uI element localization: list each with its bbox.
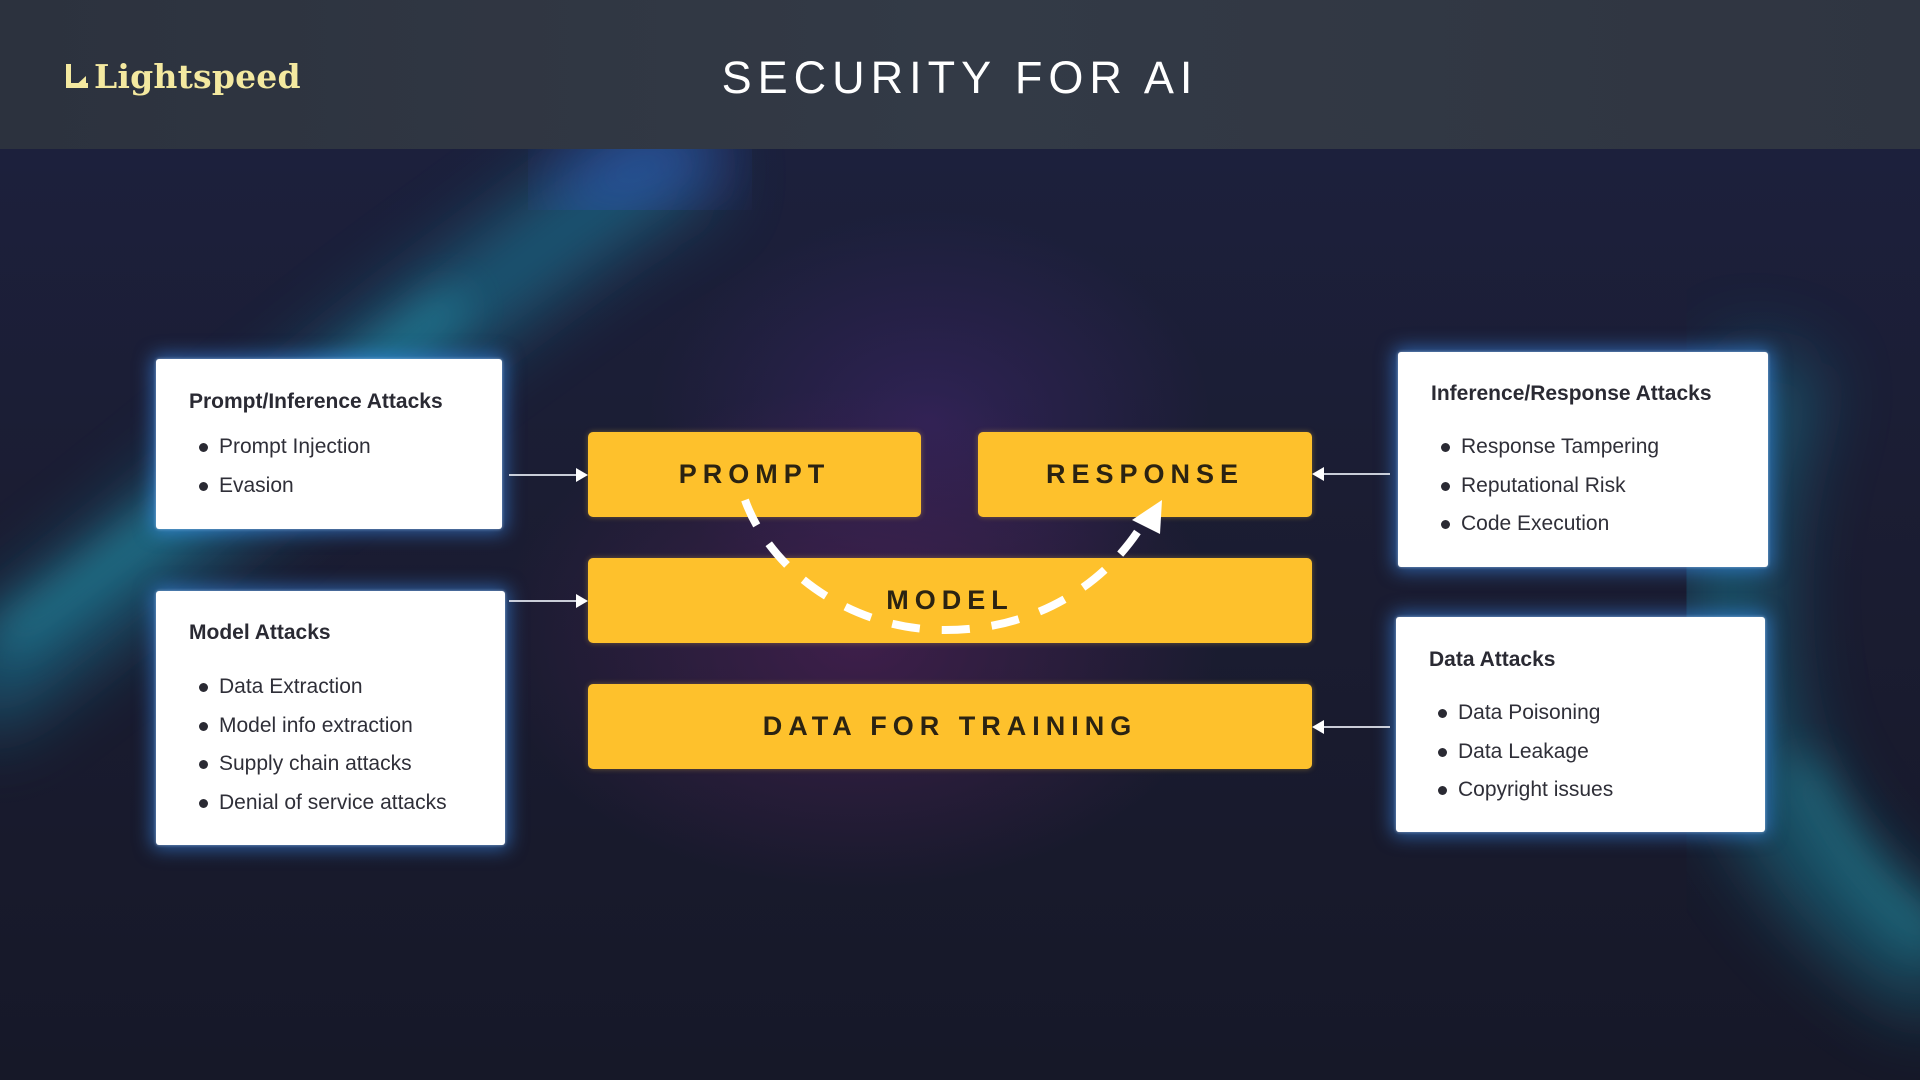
- bullet-icon: [199, 443, 208, 452]
- list-item: Data Extraction: [189, 668, 447, 707]
- bullet-icon: [199, 683, 208, 692]
- list-item: Evasion: [189, 467, 371, 506]
- list-item: Data Poisoning: [1428, 694, 1613, 733]
- list-item: Prompt Injection: [189, 428, 371, 467]
- lightspeed-logo-icon: [66, 64, 88, 88]
- list-item: Model info extraction: [189, 707, 447, 746]
- model-block[interactable]: MODEL: [588, 558, 1312, 643]
- model-attacks-title: Model Attacks: [189, 621, 331, 644]
- brand-name: Lightspeed: [94, 56, 301, 96]
- prompt-label: PROMPT: [678, 459, 831, 489]
- model-attacks-card: Model Attacks: [156, 591, 505, 845]
- prompt-attacks-card: Prompt/Inference Attacks: [156, 359, 502, 529]
- list-item: Supply chain attacks: [189, 745, 447, 784]
- bullet-icon: [199, 798, 208, 808]
- bullet-icon: [1438, 709, 1447, 718]
- list-item: Response Tampering: [1431, 428, 1659, 467]
- brand-logo[interactable]: Lightspeed: [66, 56, 301, 96]
- bullet-icon: [1438, 747, 1447, 757]
- response-attacks-items: Response Tampering Reputational Risk Cod…: [1431, 428, 1659, 544]
- bullet-icon: [1438, 786, 1447, 795]
- response-label: RESPONSE: [1045, 459, 1245, 489]
- bullet-icon: [199, 721, 208, 731]
- bullet-icon: [199, 760, 208, 769]
- prompt-attacks-title: Prompt/Inference Attacks: [189, 390, 443, 413]
- header-bar: Lightspeed SECURITY FOR AI: [0, 0, 1920, 149]
- bullet-icon: [199, 481, 208, 491]
- bullet-icon: [1441, 481, 1450, 491]
- model-label: MODEL: [886, 585, 1014, 615]
- response-attacks-title: Inference/Response Attacks: [1431, 382, 1712, 405]
- data-attacks-items: Data Poisoning Data Leakage Copyright is…: [1428, 694, 1613, 810]
- response-attacks-card: Inference/Response Attacks: [1398, 352, 1768, 567]
- list-item: Reputational Risk: [1431, 467, 1659, 506]
- data-attacks-title: Data Attacks: [1429, 648, 1556, 671]
- page-title: SECURITY FOR AI: [721, 52, 1199, 103]
- list-item: Copyright issues: [1428, 771, 1613, 810]
- training-data-block[interactable]: DATA FOR TRAINING: [588, 684, 1312, 769]
- bullet-icon: [1441, 443, 1450, 452]
- response-block[interactable]: RESPONSE: [978, 432, 1312, 517]
- model-attacks-items: Data Extraction Model info extraction Su…: [189, 668, 447, 822]
- prompt-attacks-items: Prompt Injection Evasion: [189, 428, 371, 505]
- data-attacks-card: Data Attacks: [1396, 617, 1765, 832]
- list-item: Code Execution: [1431, 505, 1659, 544]
- training-data-label: DATA FOR TRAINING: [762, 711, 1138, 741]
- list-item: Data Leakage: [1428, 733, 1613, 772]
- list-item: Denial of service attacks: [189, 784, 447, 823]
- bullet-icon: [1441, 520, 1450, 529]
- prompt-block[interactable]: PROMPT: [588, 432, 921, 517]
